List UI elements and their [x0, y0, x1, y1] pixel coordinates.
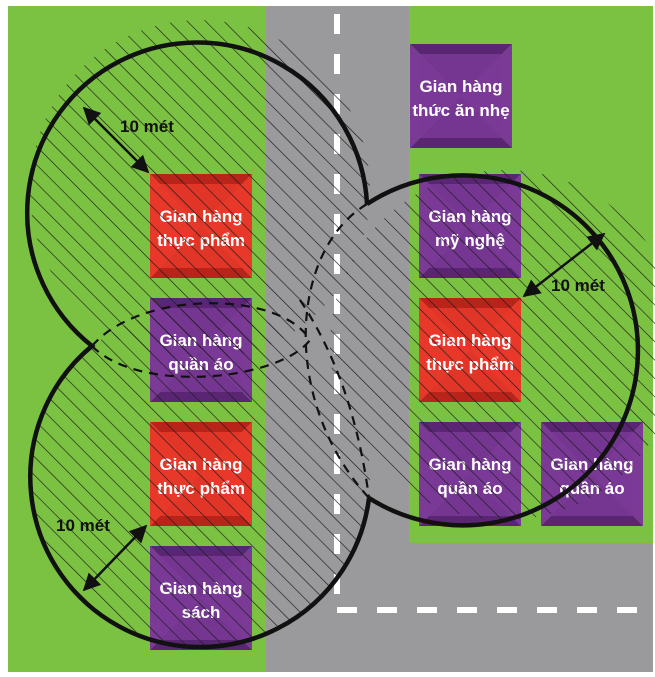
- dashed-left-top: [91, 302, 311, 347]
- distance-label-top-left: 10 mét: [120, 117, 174, 136]
- stall-label-line2: thức ăn nhẹ: [412, 101, 509, 120]
- distance-label-right: 10 mét: [551, 276, 605, 295]
- dashed-left-bottom: [91, 339, 311, 378]
- road-horizontal: [409, 543, 653, 672]
- distance-arrow-right: [522, 232, 606, 298]
- distance-arrow-bottom-left: [82, 524, 148, 592]
- zone-right-outline: [365, 173, 641, 528]
- distance-label-bottom-left: 10 mét: [56, 516, 110, 535]
- stall-snack: Gian hàng thức ăn nhẹ: [410, 44, 512, 148]
- stall-label-line1: Gian hàng: [419, 77, 502, 96]
- distance-arrow-top-left: [82, 106, 150, 174]
- zone-left-outline: [24, 40, 372, 650]
- dashed-right-arc: [304, 203, 370, 499]
- inner-dashed-boundaries: [91, 203, 371, 499]
- zone-left-top: [30, 20, 370, 360]
